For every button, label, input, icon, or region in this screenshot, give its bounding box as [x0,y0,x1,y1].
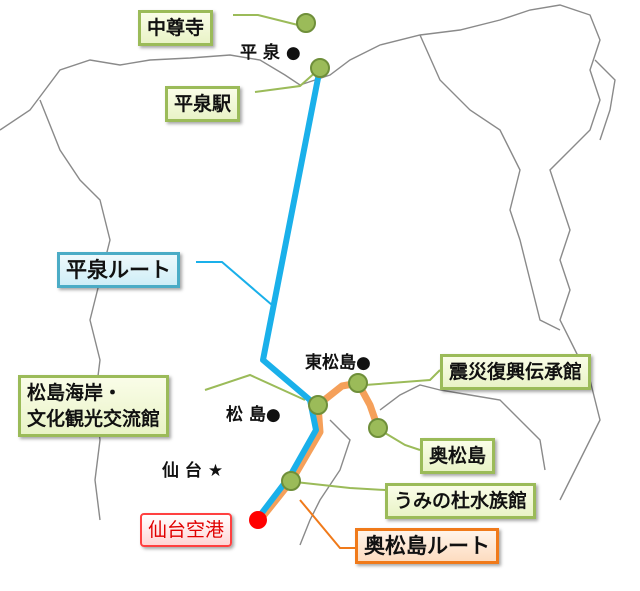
label-okumatsushima: 奥松島 [420,438,496,474]
spot-hiraizumi-station [310,58,330,78]
spot-chusonji [296,13,316,33]
town-hiraizumi: 平 泉 ● [240,43,301,63]
town-sendai: 仙 台 ★ [162,461,224,481]
spot-matsushima-kaigan [308,395,328,415]
label-hiraizumi-station: 平泉駅 [165,86,241,122]
okumatsushima-route-leader [299,499,355,549]
spot-umino-mori [281,471,301,491]
spot-shinsai-denshokan [348,373,368,393]
label-matsushima-kaigan-line2: 文化観光交流館 [27,408,161,430]
label-sendai-airport: 仙台空港 [140,513,233,547]
hiraizumi-route-leader [196,261,273,306]
okumatsushima-route-line [257,379,382,523]
label-hiraizumi-route: 平泉ルート [57,252,180,288]
town-matsushima: 松 島● [226,405,281,425]
label-matsushima-kaigan-line1: 松島海岸・ [27,382,123,404]
airport-marker [249,511,267,529]
label-chusonji: 中尊寺 [138,10,214,46]
spot-okumatsushima [368,418,388,438]
leader-lines [204,14,441,491]
label-umino-mori: うみの杜水族館 [385,483,537,519]
label-matsushima-kaigan: 松島海岸・ 文化観光交流館 [18,375,170,437]
town-higashi-matsushima: 東松島● [305,353,371,373]
label-okumatsushima-route: 奥松島ルート [355,528,499,564]
label-shinsai-denshokan: 震災復興伝承館 [440,354,592,390]
